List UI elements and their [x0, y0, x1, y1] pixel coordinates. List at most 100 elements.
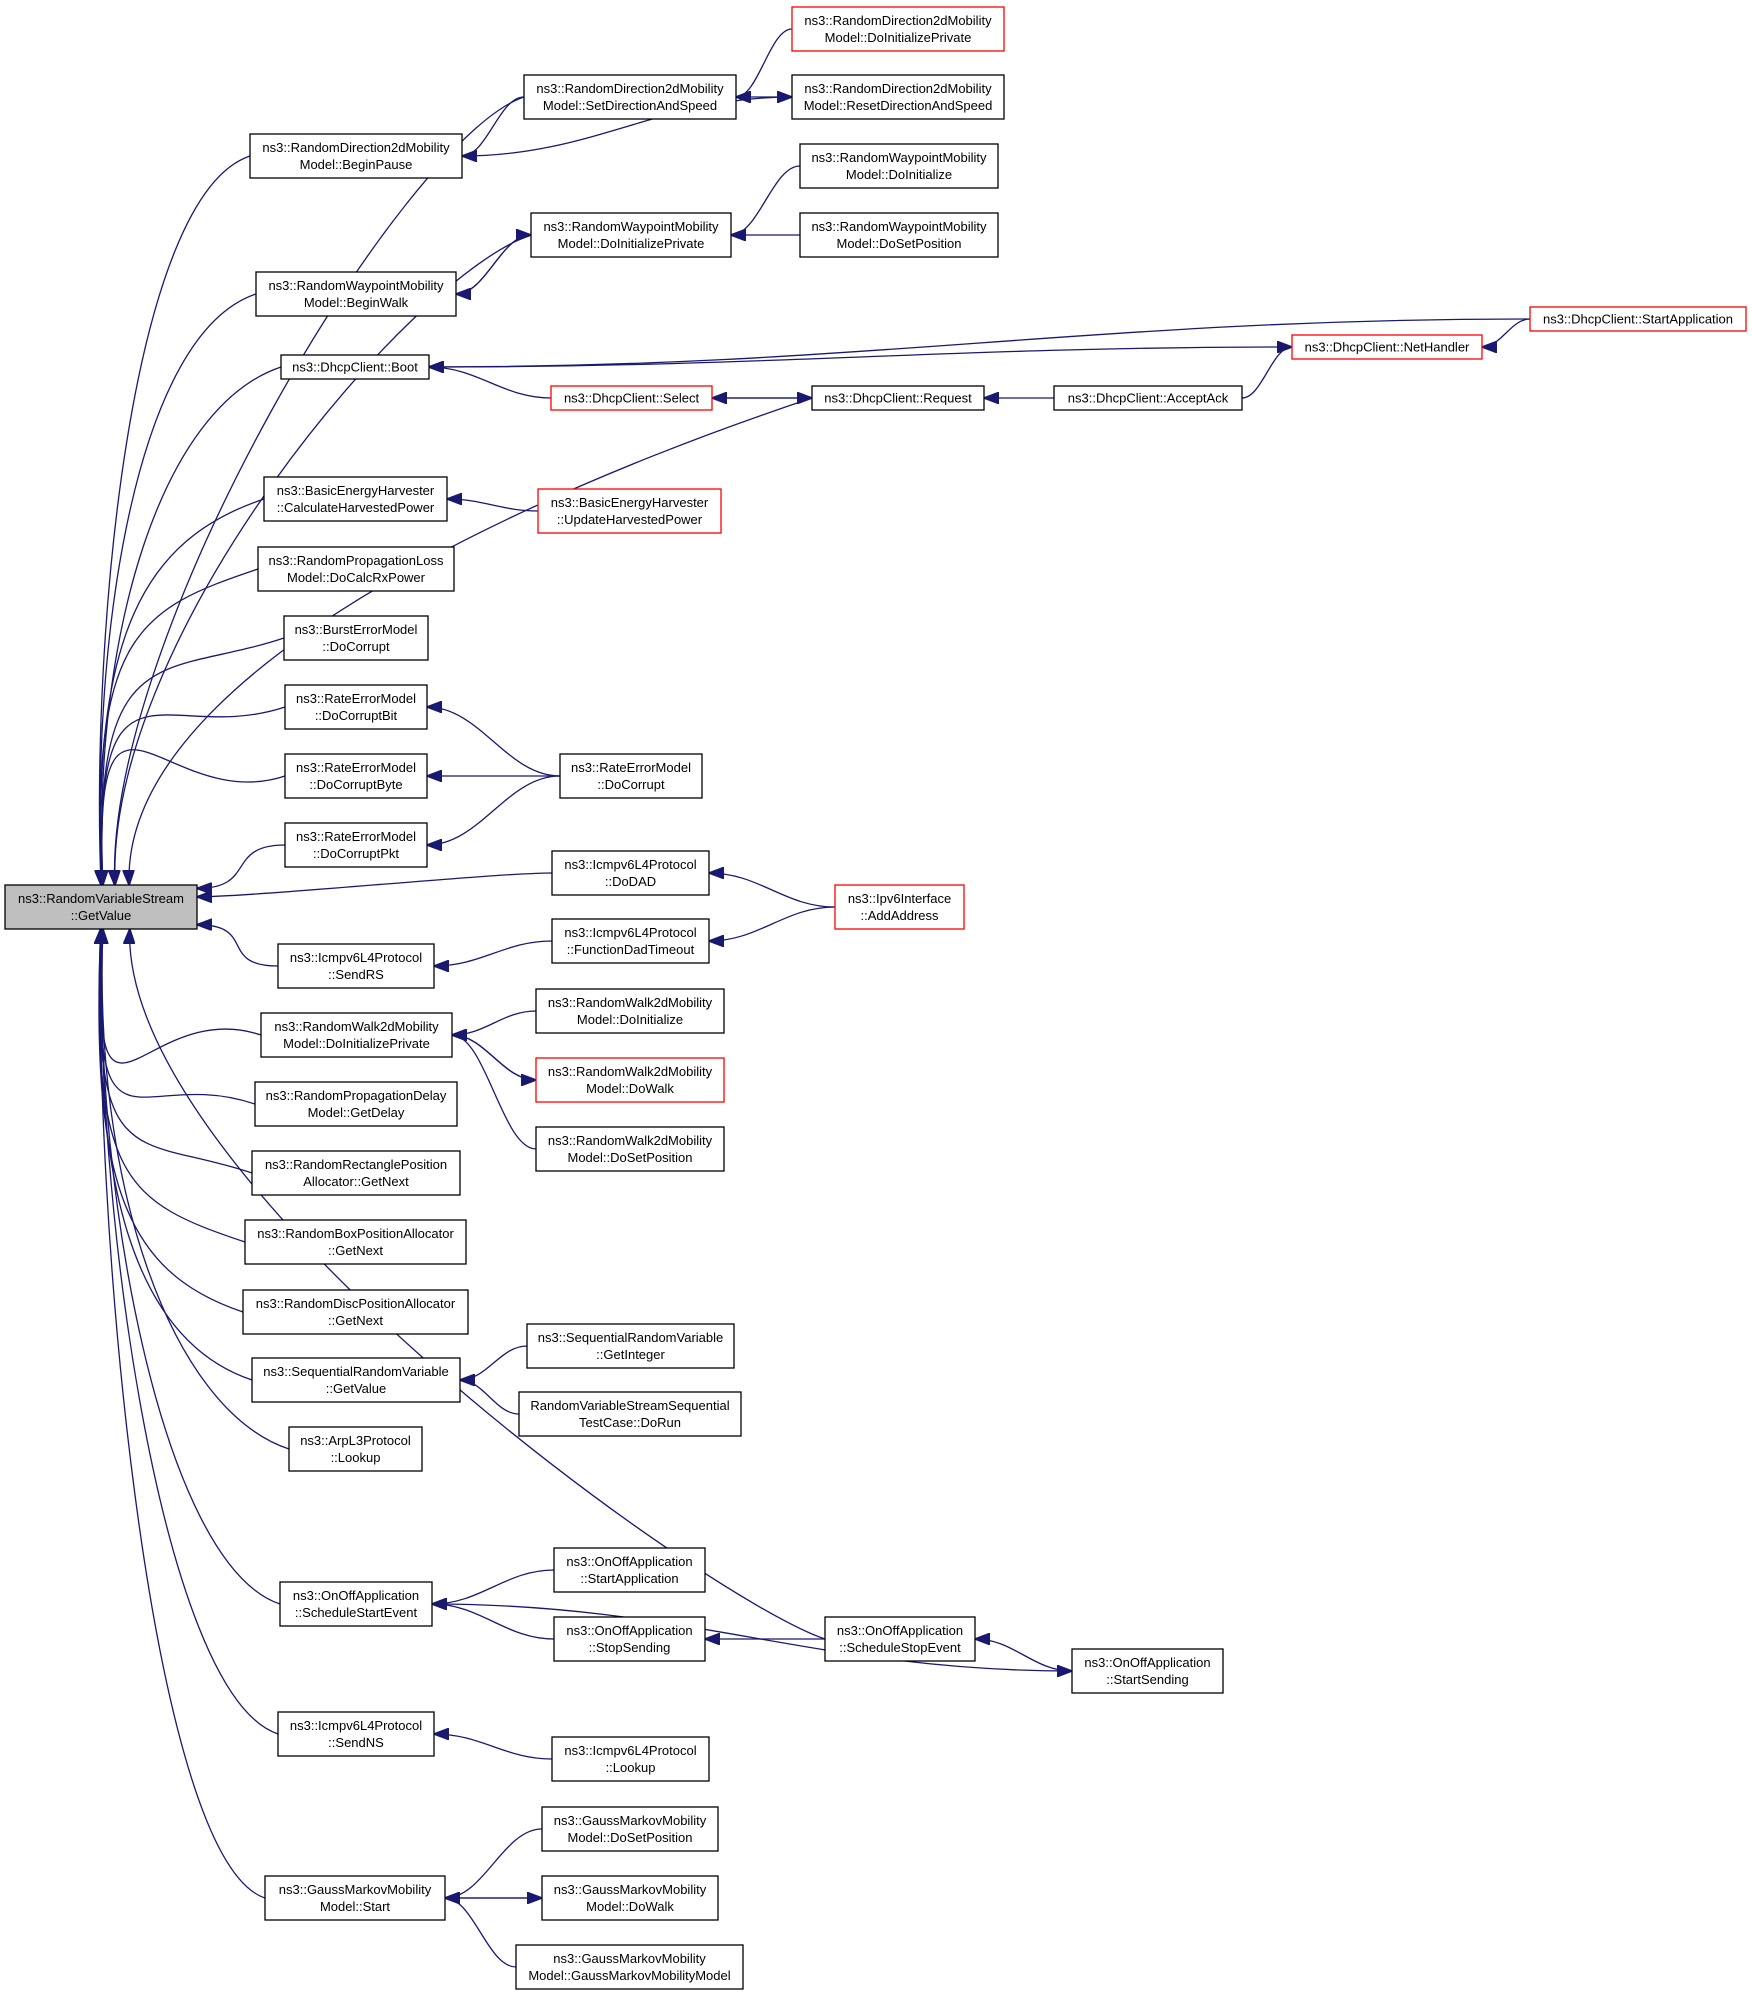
graph-node-icmp_fdt[interactable]: ns3::Icmpv6L4Protocol::FunctionDadTimeou… — [551, 918, 710, 964]
node-label: ns3::RandomWalk2dMobility — [274, 1019, 439, 1034]
graph-node-root[interactable]: ns3::RandomVariableStream::GetValue — [4, 884, 198, 930]
graph-node-dhcp_select[interactable]: ns3::DhcpClient::Select — [550, 385, 713, 411]
graph-node-onoff_startapp[interactable]: ns3::OnOffApplication::StartApplication — [553, 1547, 706, 1593]
node-label: ns3::RandomWalk2dMobility — [548, 995, 713, 1010]
graph-node-rate_bit[interactable]: ns3::RateErrorModel::DoCorruptBit — [284, 684, 428, 730]
graph-node-icmp_lookup[interactable]: ns3::Icmpv6L4Protocol::Lookup — [551, 1736, 710, 1782]
graph-node-rw_doinit[interactable]: ns3::RandomWaypointMobilityModel::DoInit… — [799, 143, 999, 189]
graph-node-gm_start[interactable]: ns3::GaussMarkovMobilityModel::Start — [264, 1875, 446, 1921]
call-edge-icmp_sendns-to-root — [101, 929, 279, 1735]
node-label: ns3::OnOffApplication — [566, 1623, 692, 1638]
node-box — [530, 212, 732, 258]
node-box — [799, 212, 999, 258]
call-edge-ipv6_addaddr-to-icmp_fdt — [709, 906, 836, 941]
graph-node-onoff_stopsend[interactable]: ns3::OnOffApplication::StopSending — [553, 1616, 706, 1662]
call-edge-onoff_schedstart-to-root — [102, 929, 281, 1605]
graph-node-rate_byte[interactable]: ns3::RateErrorModel::DoCorruptByte — [284, 753, 428, 799]
node-label: ns3::DhcpClient::Select — [564, 391, 700, 406]
node-box — [559, 753, 703, 799]
node-box — [834, 884, 965, 930]
graph-node-rw_initpriv[interactable]: ns3::RandomWaypointMobilityModel::DoInit… — [530, 212, 732, 258]
graph-node-gm_dowalk[interactable]: ns3::GaussMarkovMobilityModel::DoWalk — [541, 1875, 719, 1921]
node-label: ns3::RateErrorModel — [296, 829, 416, 844]
call-edge-rate_byte-to-root — [102, 749, 286, 885]
node-label: ns3::RandomDirection2dMobility — [262, 140, 450, 155]
graph-node-dhcp_request[interactable]: ns3::DhcpClient::Request — [811, 385, 985, 411]
graph-node-icmp_sendrs[interactable]: ns3::Icmpv6L4Protocol::SendRS — [277, 943, 435, 989]
call-edge-rate_bit-to-root — [102, 706, 286, 885]
node-label: Model::BeginWalk — [304, 295, 409, 310]
graph-node-rd_setdir[interactable]: ns3::RandomDirection2dMobilityModel::Set… — [523, 74, 737, 120]
graph-node-icmp_sendns[interactable]: ns3::Icmpv6L4Protocol::SendNS — [277, 1711, 435, 1757]
node-label: ns3::RandomDiscPositionAllocator — [256, 1296, 456, 1311]
graph-node-beh_calc[interactable]: ns3::BasicEnergyHarvester::CalculateHarv… — [263, 476, 448, 522]
call-edge-onoff_schedstart-to-onoff_startsend — [431, 1603, 1072, 1671]
call-edge-rdpa-to-root — [99, 929, 244, 1313]
graph-node-gm_setpos[interactable]: ns3::GaussMarkovMobilityModel::DoSetPosi… — [541, 1806, 719, 1852]
node-box — [1071, 1648, 1224, 1694]
node-label: ns3::SequentialRandomVariable — [538, 1330, 724, 1345]
node-box — [535, 1126, 725, 1172]
graph-node-rbpa[interactable]: ns3::RandomBoxPositionAllocator::GetNext — [244, 1219, 467, 1265]
node-label: ns3::Ipv6Interface — [848, 891, 951, 906]
node-label: ns3::BasicEnergyHarvester — [551, 495, 709, 510]
node-label: ns3::RandomWalk2dMobility — [548, 1064, 713, 1079]
node-box — [279, 1581, 433, 1627]
call-edge-dhcp_start-to-dhcp_net — [1482, 318, 1531, 347]
graph-node-gm_ctor[interactable]: ns3::GaussMarkovMobilityModel::GaussMark… — [515, 1944, 744, 1990]
graph-node-dhcp_net[interactable]: ns3::DhcpClient::NetHandler — [1291, 334, 1483, 360]
graph-node-rpl[interactable]: ns3::RandomPropagationLossModel::DoCalcR… — [257, 546, 455, 592]
node-label: Model::DoInitialize — [577, 1012, 683, 1027]
node-label: RandomVariableStreamSequential — [530, 1398, 729, 1413]
graph-node-onoff_schedstart[interactable]: ns3::OnOffApplication::ScheduleStartEven… — [279, 1581, 433, 1627]
graph-node-rd_reset[interactable]: ns3::RandomDirection2dMobilityModel::Res… — [791, 74, 1005, 120]
graph-node-dhcp_boot[interactable]: ns3::DhcpClient::Boot — [280, 354, 430, 380]
node-label: ns3::RandomPropagationDelay — [266, 1088, 447, 1103]
graph-node-rpd[interactable]: ns3::RandomPropagationDelayModel::GetDel… — [254, 1081, 458, 1127]
graph-node-rvs_testcase[interactable]: RandomVariableStreamSequentialTestCase::… — [518, 1391, 742, 1437]
graph-node-rate_pkt[interactable]: ns3::RateErrorModel::DoCorruptPkt — [284, 822, 428, 868]
graph-node-rw_setpos[interactable]: ns3::RandomWaypointMobilityModel::DoSetP… — [799, 212, 999, 258]
node-label: Model::ResetDirectionAndSpeed — [804, 98, 993, 113]
graph-node-ipv6_addaddr[interactable]: ns3::Ipv6Interface::AddAddress — [834, 884, 965, 930]
graph-node-dhcp_ack[interactable]: ns3::DhcpClient::AcceptAck — [1053, 385, 1243, 411]
graph-node-beh_update[interactable]: ns3::BasicEnergyHarvester::UpdateHarvest… — [537, 488, 722, 534]
graph-node-rw_walk[interactable]: ns3::RandomWaypointMobilityModel::BeginW… — [255, 271, 457, 317]
node-label: TestCase::DoRun — [579, 1415, 681, 1430]
node-label: ::GetValue — [326, 1381, 386, 1396]
graph-node-arp_lookup[interactable]: ns3::ArpL3Protocol::Lookup — [288, 1426, 423, 1472]
graph-node-srv_getval[interactable]: ns3::SequentialRandomVariable::GetValue — [251, 1357, 461, 1403]
node-label: ns3::RandomWaypointMobility — [811, 150, 987, 165]
graph-node-rd_init[interactable]: ns3::RandomDirection2dMobilityModel::DoI… — [791, 6, 1005, 52]
node-box — [824, 1616, 976, 1662]
graph-node-rd_pause[interactable]: ns3::RandomDirection2dMobilityModel::Beg… — [249, 133, 463, 179]
call-edge-rw2_dowalk-to-rw2_initpriv — [452, 1035, 537, 1081]
graph-node-onoff_schedstop[interactable]: ns3::OnOffApplication::ScheduleStopEvent — [824, 1616, 976, 1662]
graph-node-rw2_initpriv[interactable]: ns3::RandomWalk2dMobilityModel::DoInitia… — [260, 1012, 453, 1058]
call-edge-onoff_startapp-to-onoff_schedstart — [432, 1569, 555, 1604]
node-box — [791, 74, 1005, 120]
graph-node-rw2_doinit[interactable]: ns3::RandomWalk2dMobilityModel::DoInitia… — [535, 988, 725, 1034]
node-box — [257, 546, 455, 592]
node-label: ns3::DhcpClient::Boot — [292, 360, 418, 375]
node-label: ::Lookup — [606, 1760, 656, 1775]
graph-node-rw2_setpos[interactable]: ns3::RandomWalk2dMobilityModel::DoSetPos… — [535, 1126, 725, 1172]
call-edge-rvs_testcase-to-srv_getval — [460, 1380, 520, 1415]
graph-node-burst[interactable]: ns3::BurstErrorModel::DoCorrupt — [283, 615, 429, 661]
graph-node-icmp_dad[interactable]: ns3::Icmpv6L4Protocol::DoDAD — [551, 850, 710, 896]
node-label: Model::DoCalcRxPower — [287, 570, 426, 585]
graph-node-rdpa[interactable]: ns3::RandomDiscPositionAllocator::GetNex… — [242, 1289, 469, 1335]
node-box — [541, 1875, 719, 1921]
node-box — [288, 1426, 423, 1472]
call-edge-onoff_stopsend-to-onoff_schedstart — [432, 1604, 555, 1640]
node-box — [255, 271, 457, 317]
graph-node-rate_corrupt[interactable]: ns3::RateErrorModel::DoCorrupt — [559, 753, 703, 799]
graph-node-onoff_startsend[interactable]: ns3::OnOffApplication::StartSending — [1071, 1648, 1224, 1694]
call-edge-ipv6_addaddr-to-icmp_dad — [709, 873, 836, 908]
graph-node-dhcp_start[interactable]: ns3::DhcpClient::StartApplication — [1529, 306, 1747, 332]
call-edge-dhcp_net-to-dhcp_boot — [429, 346, 1293, 367]
node-box — [1529, 306, 1747, 332]
graph-node-rrpa[interactable]: ns3::RandomRectanglePositionAllocator::G… — [251, 1150, 461, 1196]
graph-node-srv_getint[interactable]: ns3::SequentialRandomVariable::GetIntege… — [526, 1323, 735, 1369]
